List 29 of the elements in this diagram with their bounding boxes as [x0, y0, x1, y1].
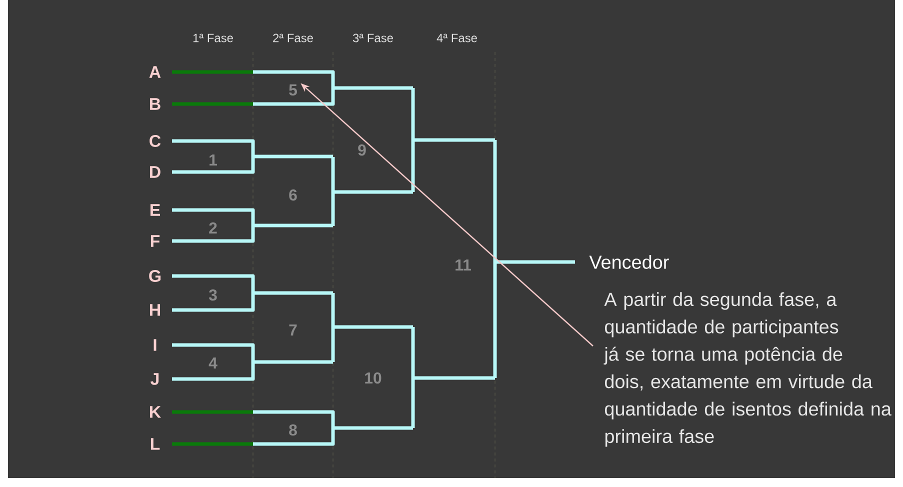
- match-number: 2: [209, 222, 217, 234]
- team-letter: J: [150, 373, 159, 385]
- team-letter: D: [150, 166, 160, 178]
- winner-label: Vencedor: [589, 255, 669, 269]
- note-text: A partir da segunda fase, a quantidade de participantes já se torna uma potência de dois, exatamente em virtude da quantidade de isentos definida na primeira fase: [604, 292, 892, 447]
- match-number: 6: [289, 189, 297, 201]
- team-letter: F: [150, 235, 160, 247]
- team-letter: L: [150, 438, 160, 450]
- team-letter: A: [149, 66, 161, 78]
- match-number: 1: [210, 154, 217, 166]
- team-letter: G: [149, 270, 161, 282]
- team-letter: B: [150, 98, 160, 110]
- phase-header: 1ª Fase: [193, 34, 233, 42]
- match-number: 11: [456, 260, 471, 270]
- team-letter: I: [154, 339, 156, 351]
- team-letter: C: [150, 135, 161, 147]
- phase-header: 2ª Fase: [273, 34, 313, 42]
- team-letter: E: [150, 204, 160, 216]
- match-number: 10: [365, 372, 382, 384]
- match-number: 7: [289, 324, 297, 336]
- match-number: 5: [289, 84, 297, 96]
- match-number: 4: [208, 358, 218, 368]
- team-letter: K: [150, 406, 161, 418]
- match-number: 9: [358, 144, 366, 156]
- match-number: 8: [289, 424, 297, 436]
- phase-header: 3ª Fase: [352, 34, 393, 42]
- phase-header: 4ª Fase: [436, 34, 477, 42]
- team-letter: H: [150, 304, 160, 316]
- match-number: 3: [208, 289, 217, 301]
